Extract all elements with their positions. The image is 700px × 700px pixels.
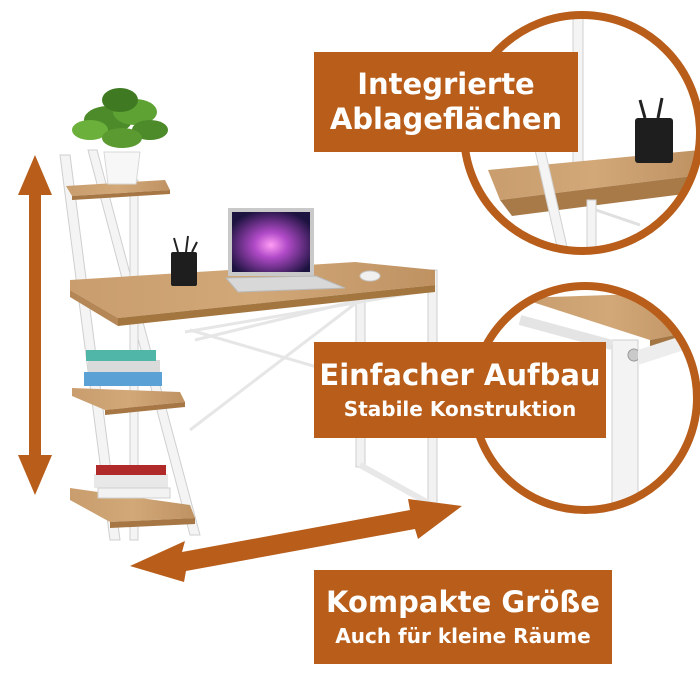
- feature-storage-line-2: Ablageflächen: [329, 102, 563, 136]
- width-arrow: [130, 499, 462, 582]
- pen-holder-icon: [171, 235, 198, 286]
- feature-assembly-label: Einfacher Aufbau Stabile Konstruktion: [314, 342, 606, 438]
- plant-icon: [72, 88, 168, 185]
- height-arrow: [18, 155, 52, 495]
- laptop-icon: [224, 208, 346, 293]
- label-box-size: [314, 570, 612, 664]
- feature-size-subtitle: Auch für kleine Räume: [335, 623, 591, 648]
- feature-assembly-subtitle: Stabile Konstruktion: [343, 396, 577, 421]
- label-box-storage: [314, 52, 578, 152]
- mouse-icon: [359, 270, 381, 282]
- feature-storage-line-1: Integrierte: [357, 66, 535, 101]
- feature-size-label: Kompakte Größe Auch für kleine Räume: [314, 570, 612, 664]
- label-box-assembly: [314, 342, 606, 438]
- feature-storage-label: Integrierte Ablageflächen: [314, 52, 578, 152]
- books-icon: [84, 350, 171, 499]
- feature-assembly-title: Einfacher Aufbau: [319, 358, 601, 393]
- feature-size-title: Kompakte Größe: [326, 585, 600, 620]
